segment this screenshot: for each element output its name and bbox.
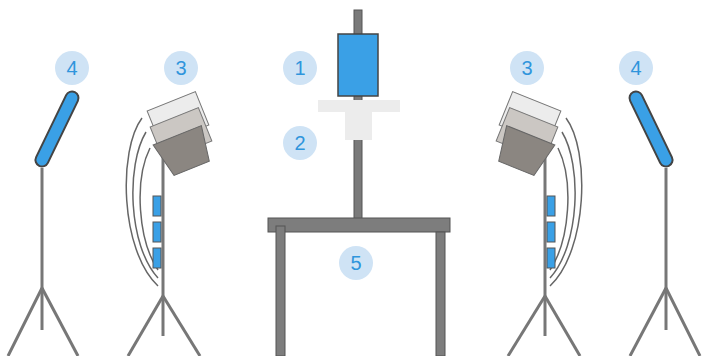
callout-circle: 1 — [283, 51, 317, 85]
callout-number: 1 — [294, 58, 305, 78]
callout-number: 4 — [66, 58, 77, 78]
callout-circle: 4 — [55, 51, 89, 85]
callout-circle: 3 — [164, 51, 198, 85]
callout-number: 5 — [350, 253, 361, 273]
callout-circle: 5 — [339, 246, 373, 280]
callout-circle: 3 — [510, 51, 544, 85]
callout-number: 4 — [630, 58, 641, 78]
callout-circle: 4 — [619, 51, 653, 85]
callout-number: 3 — [521, 58, 532, 78]
callout-circle: 2 — [283, 126, 317, 160]
callout-number: 2 — [294, 133, 305, 153]
callout-number: 3 — [175, 58, 186, 78]
